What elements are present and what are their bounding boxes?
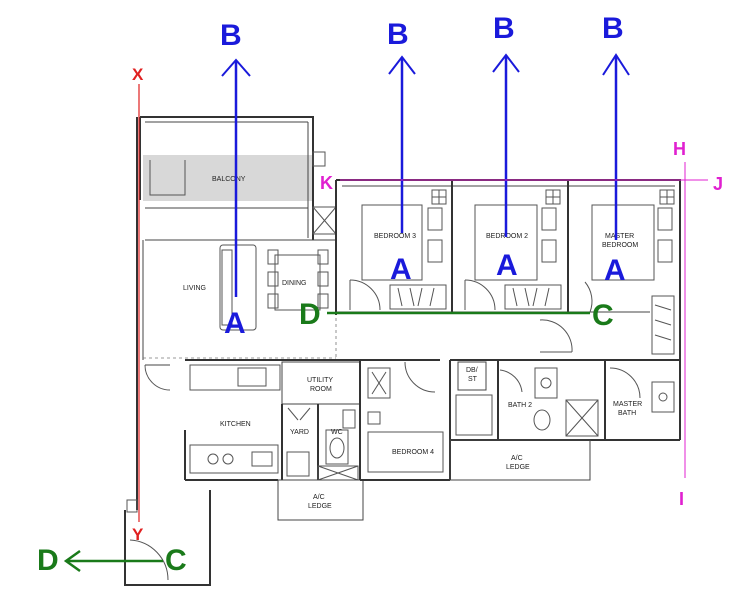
section-b-label-1: B — [220, 19, 242, 52]
section-j-label: J — [713, 174, 723, 194]
section-a-label-4: A — [604, 254, 626, 287]
section-a-label-1: A — [224, 307, 246, 340]
section-d-label-main: D — [299, 298, 321, 331]
section-a-label-2: A — [390, 253, 412, 286]
room-label-balcony: BALCONY — [212, 176, 246, 183]
room-label-ac-ledge-1a: A/C — [313, 494, 325, 501]
room-label-yard: YARD — [290, 429, 309, 436]
arrow-head-3 — [492, 53, 520, 73]
room-label-kitchen: KITCHEN — [220, 421, 251, 428]
room-label-dbst-2: ST — [468, 376, 478, 383]
section-b-label-3: B — [493, 12, 515, 45]
room-label-utility-1: UTILITY — [307, 377, 333, 384]
section-hi-kj: H I J K — [320, 139, 723, 509]
section-ab-marks — [221, 53, 630, 297]
room-label-ac-ledge-2a: A/C — [511, 455, 523, 462]
section-d-label-corner: D — [37, 544, 59, 577]
room-label-dining: DINING — [282, 280, 307, 287]
floor-plan-walls — [124, 116, 681, 586]
section-b-labels: B B B B — [220, 12, 624, 52]
section-h-label: H — [673, 139, 686, 159]
section-dc-main: D C — [299, 298, 614, 332]
section-dc-corner: D C — [37, 544, 187, 577]
room-label-dbst-1: DB/ — [466, 367, 478, 374]
arrow-head-2 — [388, 55, 416, 75]
section-xy: X Y — [132, 65, 144, 544]
section-a-label-3: A — [496, 249, 518, 282]
room-label-master-bedroom-2: BEDROOM — [602, 242, 638, 249]
section-b-label-2: B — [387, 18, 409, 51]
section-x-label: X — [132, 65, 144, 84]
room-label-ac-ledge-2b: LEDGE — [506, 464, 530, 471]
section-k-label: K — [320, 173, 333, 193]
arrow-head-1 — [221, 58, 251, 77]
room-label-bedroom-4: BEDROOM 4 — [392, 449, 434, 456]
room-label-master-bedroom-1: MASTER — [605, 233, 634, 240]
section-b-label-4: B — [602, 12, 624, 45]
room-label-bath-2: BATH 2 — [508, 402, 532, 409]
section-a-labels: A A A A — [224, 249, 626, 340]
room-label-bedroom-3: BEDROOM 3 — [374, 233, 416, 240]
section-i-label: I — [679, 489, 684, 509]
room-label-living: LIVING — [183, 285, 206, 292]
room-label-utility-2: ROOM — [310, 386, 332, 393]
section-c-label-corner: C — [165, 544, 187, 577]
room-label-master-bath-2: BATH — [618, 410, 636, 417]
arrow-head-4 — [602, 53, 630, 76]
section-c-label-main: C — [592, 299, 614, 332]
room-label-ac-ledge-1b: LEDGE — [308, 503, 332, 510]
section-y-label: Y — [132, 525, 144, 544]
room-label-master-bath-1: MASTER — [613, 401, 642, 408]
balcony-floor — [143, 155, 313, 201]
room-label-wc: WC — [331, 429, 343, 436]
arrow-head-dc-corner — [63, 549, 81, 573]
